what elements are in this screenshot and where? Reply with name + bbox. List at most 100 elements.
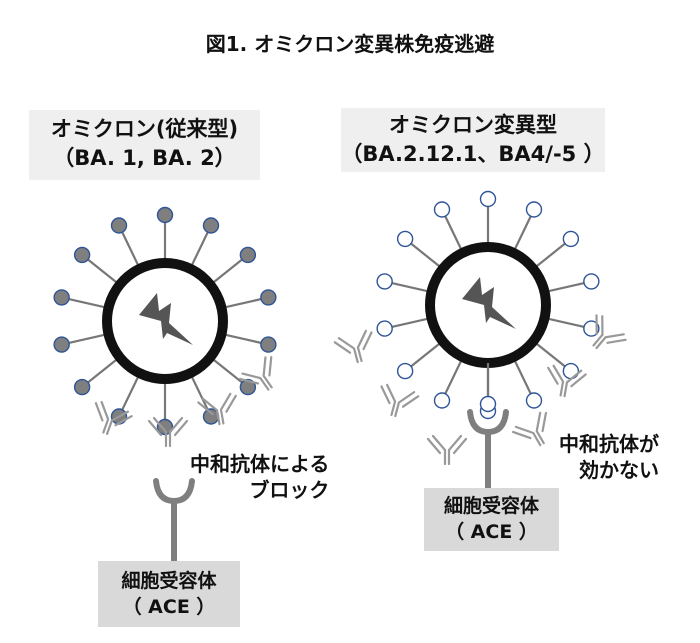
label-omicron-variant: オミクロン変異型 （BA.2.12.1、BA4/-5 ） — [341, 108, 605, 172]
left-antibody-arm — [262, 356, 273, 389]
right-antibody-arm — [595, 314, 598, 335]
annotation-ineffective-line2: 効かない — [579, 458, 659, 482]
left-antibody-arm — [94, 402, 104, 422]
right-antibody-arm — [535, 411, 545, 445]
right-spike-protein — [376, 320, 393, 337]
left-spike-protein — [260, 336, 277, 353]
right-virus — [376, 190, 600, 420]
right-antibody-arm — [595, 333, 625, 350]
left-antibody-arm — [241, 372, 270, 391]
label-omicron-original-line1: オミクロン(従来型) — [50, 117, 239, 141]
receptor-label-right: 細胞受容体 （ ACE ） — [424, 488, 559, 551]
left-antibody-arm — [105, 410, 130, 435]
annotation-blocked-line2: ブロック — [249, 478, 330, 502]
right-receptor-cup-icon — [467, 409, 509, 488]
left-antibody-arm — [197, 401, 214, 416]
left-spike-protein — [239, 246, 257, 264]
label-omicron-original: オミクロン(従来型) （BA. 1, BA. 2） — [29, 110, 260, 180]
right-antibody-y-icon — [380, 383, 420, 418]
right-spike-protein — [525, 201, 543, 218]
receptor-label-right-line2: （ ACE ） — [445, 521, 538, 543]
right-spike-protein — [433, 201, 451, 218]
right-antibody-arm — [431, 434, 447, 466]
right-spike-protein — [583, 273, 600, 290]
right-antibody-arm — [401, 395, 420, 408]
left-antibody-arm — [168, 416, 184, 448]
right-antibody-arm — [333, 341, 352, 354]
right-antibody-arm — [386, 383, 397, 417]
right-antibody-arm — [394, 391, 416, 418]
receptor-label-left-line1: 細胞受容体 — [121, 570, 217, 592]
right-antibody-arm — [362, 331, 373, 351]
right-antibody-arm — [447, 434, 463, 466]
left-antibody-arm — [225, 394, 237, 413]
label-omicron-variant-line2: （BA.2.12.1、BA4/-5 ） — [341, 142, 605, 166]
left-spike-protein — [202, 217, 220, 234]
lightning-icon — [139, 293, 193, 345]
page-title: 図1. オミクロン変異株免疫逃避 — [205, 32, 495, 56]
right-antibody-arm — [380, 385, 391, 405]
left-spike-protein — [156, 206, 174, 224]
right-antibody-arm — [426, 437, 442, 455]
left-spike-protein — [110, 217, 128, 234]
right-antibody-arm — [563, 369, 583, 398]
left-antibody-y-icon — [94, 400, 133, 435]
left-antibody-arm — [147, 419, 163, 437]
label-omicron-variant-line1: オミクロン変異型 — [389, 113, 557, 137]
left-spike-protein — [73, 378, 91, 396]
right-antibody-arm — [547, 366, 559, 385]
annotation-blocked: 中和抗体による ブロック — [190, 451, 329, 503]
right-spike-protein — [396, 362, 414, 380]
receptor-label-left: 細胞受容体 （ ACE ） — [98, 561, 240, 627]
left-antibody-arm — [239, 377, 260, 385]
right-antibody-arm — [541, 411, 548, 433]
right-antibody-y-icon — [426, 434, 468, 466]
annotation-blocked-line1: 中和抗体による — [190, 452, 330, 476]
right-antibody-arm — [570, 373, 587, 388]
right-antibody-y-icon — [592, 314, 627, 350]
right-bound-spike-protein — [479, 395, 497, 413]
label-omicron-original-line2: （BA. 1, BA. 2） — [53, 146, 236, 170]
left-spike-protein — [73, 246, 91, 264]
right-spike-protein — [479, 190, 497, 208]
right-antibody-arm — [511, 430, 532, 440]
left-antibody-arm — [114, 415, 133, 427]
right-spike-protein — [396, 230, 414, 248]
right-antibody-y-icon — [333, 329, 373, 364]
right-spike-protein — [525, 392, 543, 409]
right-antibody-y-icon — [547, 364, 587, 398]
left-spike-protein — [239, 378, 257, 396]
right-antibody-arm — [552, 364, 565, 397]
right-spike-protein — [562, 230, 580, 248]
left-receptor-cup-icon — [153, 478, 195, 561]
annotation-ineffective: 中和抗体が 効かない — [559, 431, 659, 483]
left-antibody-arm — [201, 397, 221, 426]
right-antibody-arm — [606, 338, 627, 344]
right-antibody-arm — [514, 425, 542, 447]
annotation-ineffective-line1: 中和抗体が — [559, 432, 659, 456]
left-antibody-y-icon — [197, 392, 237, 426]
right-antibody-y-icon — [511, 411, 548, 447]
left-antibody-arm — [152, 416, 168, 448]
left-spike-protein — [53, 289, 70, 306]
right-antibody-arm — [337, 337, 359, 364]
right-spike-protein — [376, 273, 393, 290]
left-receptor-cup — [153, 478, 195, 505]
left-virus — [53, 206, 277, 436]
right-antibody-arm — [452, 437, 468, 455]
left-antibody-y-icon — [239, 355, 273, 391]
left-antibody-y-icon — [147, 416, 189, 448]
left-antibody-arm — [100, 400, 110, 434]
left-spike-protein — [260, 289, 277, 306]
receptor-label-right-line1: 細胞受容体 — [443, 495, 539, 517]
right-antibody-arm — [592, 315, 604, 347]
lightning-icon — [462, 277, 516, 329]
right-antibody-arm — [356, 329, 367, 363]
left-antibody-arm — [268, 355, 273, 377]
right-spike-protein — [562, 362, 580, 380]
left-antibody-arm — [173, 419, 189, 437]
receptor-label-left-line2: （ ACE ） — [122, 596, 216, 618]
left-spike-protein — [53, 336, 70, 353]
right-spike-protein — [433, 392, 451, 409]
